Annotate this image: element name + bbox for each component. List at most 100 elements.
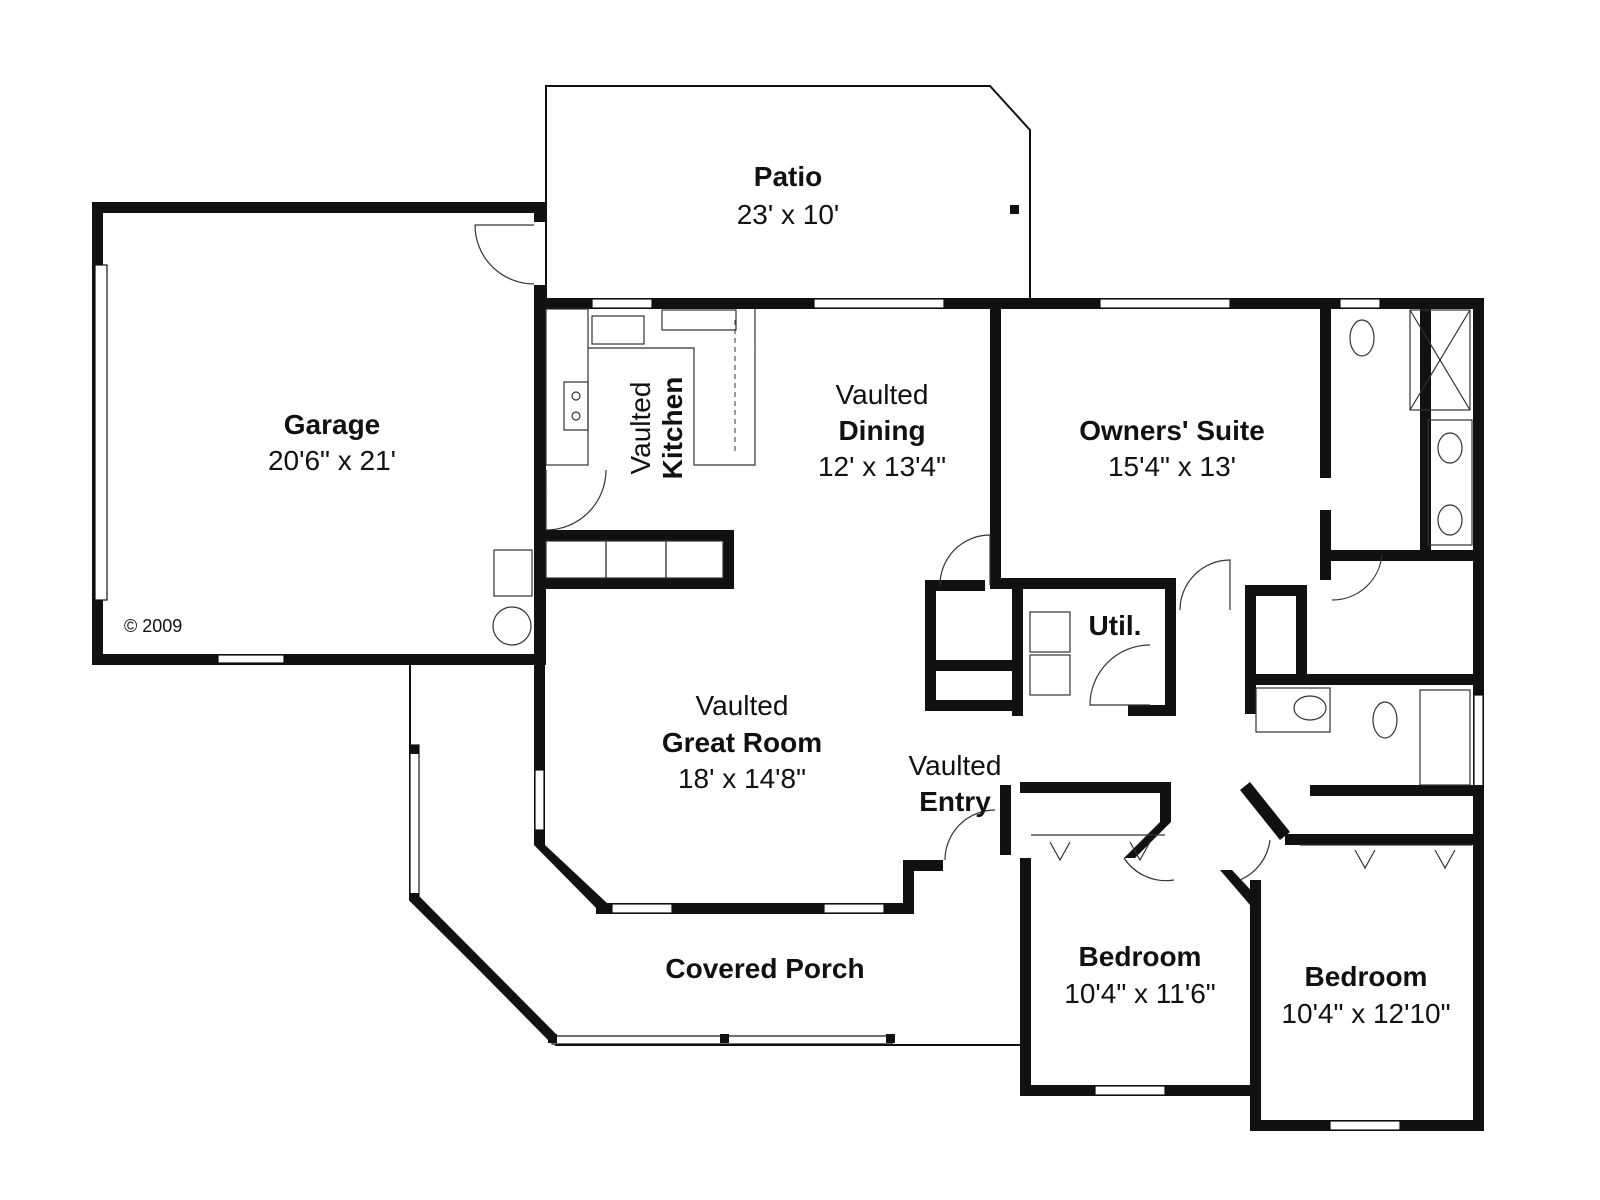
dining-line2: Dining (838, 415, 925, 446)
copyright: © 2009 (124, 616, 182, 636)
window-suite (1099, 298, 1231, 309)
patio-name: Patio (754, 161, 822, 192)
wall-suite-bath-low (1320, 510, 1331, 580)
wall-wic-left (1245, 585, 1256, 680)
house-wall-entry-jog-h (903, 860, 943, 871)
wall-bath2-top (1245, 674, 1484, 685)
dining-size: 12' x 13'4" (818, 451, 946, 482)
util-name: Util. (1089, 610, 1142, 641)
owners-suite-size: 15'4" x 13' (1108, 451, 1236, 482)
patio-post (1010, 205, 1019, 214)
bar-seat-3 (665, 540, 724, 579)
patio-size: 23' x 10' (737, 199, 840, 230)
kitchen-sink (591, 315, 645, 345)
hall-tub (1419, 689, 1471, 786)
window-greatroom-bottom-1 (611, 903, 673, 914)
closet-mark-1 (1049, 841, 1071, 862)
garage-wall-right-upper (534, 202, 546, 222)
suite-door (1179, 559, 1231, 611)
wall-bath2-bottom (1310, 785, 1484, 796)
wall-closet-mid (925, 660, 1023, 671)
owners-toilet (1349, 319, 1375, 357)
wall-util-left (1012, 578, 1023, 716)
util-dryer (1029, 654, 1071, 696)
wall-hall-angle-1 (1240, 782, 1290, 840)
closet-mark-3 (1354, 849, 1376, 870)
wall-kitchen-left (534, 298, 545, 468)
wall-kitchen-bar-bottom (534, 578, 734, 589)
bed1-door (1123, 857, 1175, 882)
window-right-bath (1473, 694, 1484, 791)
kitchen-label: Vaulted Kitchen (625, 377, 688, 480)
house-wall-greatroom-bottom (596, 903, 914, 914)
owners-suite-name: Owners' Suite (1079, 415, 1265, 446)
wall-bed2-top (1285, 834, 1484, 845)
wall-util-bottom (1128, 705, 1176, 716)
wall-util-right (1165, 578, 1176, 716)
wall-kitchen-bar-end (723, 530, 734, 589)
wall-bath2-left (1245, 674, 1256, 714)
wall-bath-vanity (1320, 550, 1480, 561)
porch-post-1 (410, 745, 419, 754)
shower-stall (1409, 309, 1471, 411)
window-bed1 (1094, 1085, 1166, 1096)
porch-post-4 (720, 1034, 729, 1043)
house-wall-bed1-left (1020, 858, 1031, 1096)
kitchen-line1: Vaulted (625, 382, 656, 475)
kitchen-line2: Kitchen (657, 377, 688, 480)
range-burner-2 (571, 411, 581, 421)
owners-sink-1 (1437, 432, 1463, 464)
hall-sink (1293, 695, 1327, 721)
closet-mark-4 (1434, 849, 1456, 870)
owners-sink-2 (1437, 504, 1463, 536)
owners-vanity (1427, 419, 1473, 546)
covered-porch-name: Covered Porch (665, 953, 864, 984)
wall-suite-bath (1320, 298, 1331, 478)
bedroom-2-size: 10'4" x 12'10" (1281, 998, 1450, 1029)
house-wall-top-left (534, 298, 1432, 309)
bedroom-1-name: Bedroom (1079, 941, 1202, 972)
bedroom-2-name: Bedroom (1305, 961, 1428, 992)
wall-dining-suite (990, 298, 1001, 583)
bedroom-1-size: 10'4" x 11'6" (1064, 978, 1215, 1009)
range-burner-1 (571, 391, 581, 401)
great-room-line2: Great Room (662, 727, 822, 758)
wall-suite-bottom (990, 578, 1176, 589)
hall-vanity (1255, 687, 1331, 733)
wall-bed1-top (1020, 782, 1170, 793)
garage-door (94, 264, 108, 601)
great-room-line1: Vaulted (696, 690, 789, 721)
window-greatroom-bottom-2 (823, 903, 885, 914)
kitchen-counter (545, 308, 589, 466)
wall-wic-top (1245, 585, 1305, 596)
porch-post-2 (410, 893, 419, 902)
wall-closet-bottom (925, 700, 1023, 711)
garage-entry-door (474, 224, 535, 285)
kitchen-island (588, 309, 756, 466)
house-wall-greatroom-left (534, 665, 545, 845)
house-wall-entry-jog-v (903, 860, 914, 914)
bar-seat-2 (605, 540, 667, 579)
porch-rail-angle (410, 896, 556, 1040)
entry-line1: Vaulted (909, 750, 1002, 781)
wall-bed1-top-right (1160, 782, 1171, 822)
house-wall-bay-left (534, 845, 608, 914)
patio-outline (545, 85, 1031, 304)
garage-wall-bottom (92, 654, 546, 665)
util-washer (1029, 611, 1071, 653)
wic-door (1331, 554, 1383, 601)
bar-seat-1 (545, 540, 607, 579)
wall-hall-angle-2 (1124, 822, 1171, 858)
hall-toilet (1372, 701, 1398, 739)
great-room-size: 18' x 14'8" (678, 763, 806, 794)
front-door (944, 809, 996, 861)
wall-closet-top (925, 580, 985, 591)
water-heater (492, 606, 532, 646)
wall-hall-angle-3 (1220, 870, 1260, 905)
porch-post-3 (548, 1034, 557, 1043)
closet-mark-2 (1129, 841, 1151, 862)
water-heater-box (493, 549, 533, 597)
shower-x2 (1409, 309, 1471, 411)
porch-post-5 (886, 1034, 895, 1043)
